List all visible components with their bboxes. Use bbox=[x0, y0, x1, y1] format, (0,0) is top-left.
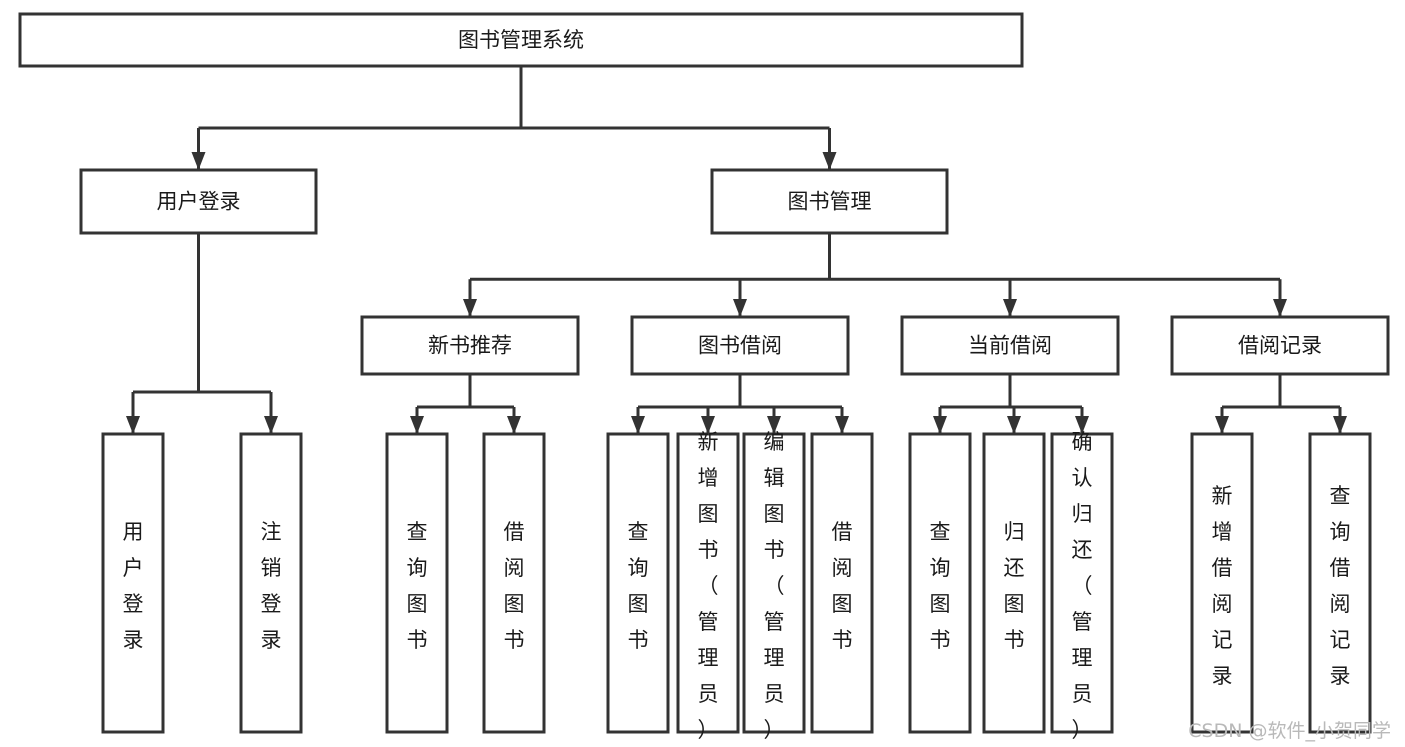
node-box-leaf_query_book_1[interactable] bbox=[385, 432, 449, 734]
node-book_borrow[interactable]: 图书借阅 bbox=[630, 315, 850, 376]
node-label-leaf_user_login: 用户登录 bbox=[123, 520, 144, 652]
node-leaf_add_record[interactable]: 新增借阅记录 bbox=[1190, 432, 1254, 734]
node-label-book_manage: 图书管理 bbox=[788, 190, 872, 214]
node-root[interactable]: 图书管理系统 bbox=[18, 12, 1024, 68]
node-box-leaf_query_book_3[interactable] bbox=[908, 432, 972, 734]
arrow-head-book_manage-0 bbox=[463, 299, 477, 317]
arrow-head-borrow_record-1 bbox=[1333, 416, 1347, 434]
node-leaf_user_login[interactable]: 用户登录 bbox=[101, 432, 165, 734]
arrow-head-book_borrow-1 bbox=[701, 416, 715, 434]
node-box-leaf_query_book_2[interactable] bbox=[606, 432, 670, 734]
arrow-head-book_borrow-2 bbox=[767, 416, 781, 434]
node-new_book_rec[interactable]: 新书推荐 bbox=[360, 315, 580, 376]
node-box-borrow_record[interactable] bbox=[1170, 315, 1390, 376]
node-label-new_book_rec: 新书推荐 bbox=[428, 334, 512, 358]
node-label-leaf_borrow_book_2: 借阅图书 bbox=[832, 520, 853, 652]
node-label-leaf_query_book_1: 查询图书 bbox=[407, 520, 428, 652]
arrow-head-book_manage-3 bbox=[1273, 299, 1287, 317]
node-box-current_borrow[interactable] bbox=[900, 315, 1120, 376]
node-label-leaf_add_record: 新增借阅记录 bbox=[1212, 484, 1233, 688]
arrow-head-user_login-0 bbox=[126, 416, 140, 434]
node-leaf_borrow_book_1[interactable]: 借阅图书 bbox=[482, 432, 546, 734]
node-label-leaf_borrow_book_1: 借阅图书 bbox=[504, 520, 525, 652]
node-label-current_borrow: 当前借阅 bbox=[968, 334, 1052, 358]
node-user_login[interactable]: 用户登录 bbox=[79, 168, 318, 235]
node-box-leaf_user_login[interactable] bbox=[101, 432, 165, 734]
node-label-leaf_add_book: 新增图书（管理员） bbox=[698, 430, 719, 742]
node-label-leaf_query_book_2: 查询图书 bbox=[628, 520, 649, 652]
node-borrow_record[interactable]: 借阅记录 bbox=[1170, 315, 1390, 376]
node-book_manage[interactable]: 图书管理 bbox=[710, 168, 949, 235]
node-box-leaf_borrow_book_1[interactable] bbox=[482, 432, 546, 734]
node-current_borrow[interactable]: 当前借阅 bbox=[900, 315, 1120, 376]
node-box-leaf_edit_book[interactable] bbox=[742, 432, 806, 734]
node-label-root: 图书管理系统 bbox=[458, 28, 584, 52]
arrow-head-borrow_record-0 bbox=[1215, 416, 1229, 434]
node-leaf_return_book[interactable]: 归还图书 bbox=[982, 432, 1046, 734]
edge-layer bbox=[126, 66, 1347, 434]
node-label-leaf_edit_book: 编辑图书（管理员） bbox=[764, 430, 785, 742]
node-box-root[interactable] bbox=[18, 12, 1024, 68]
node-box-book_borrow[interactable] bbox=[630, 315, 850, 376]
arrow-head-user_login-1 bbox=[264, 416, 278, 434]
node-box-leaf_return_book[interactable] bbox=[982, 432, 1046, 734]
node-box-leaf_add_book[interactable] bbox=[676, 432, 740, 734]
arrow-head-root-0 bbox=[191, 152, 206, 170]
node-label-leaf_return_book: 归还图书 bbox=[1004, 520, 1025, 652]
node-label-leaf_query_book_3: 查询图书 bbox=[930, 520, 951, 652]
node-box-leaf_borrow_book_2[interactable] bbox=[810, 432, 874, 734]
node-leaf_query_book_1[interactable]: 查询图书 bbox=[385, 432, 449, 734]
node-layer: 图书管理系统用户登录图书管理新书推荐图书借阅当前借阅借阅记录用户登录注销登录查询… bbox=[18, 12, 1390, 742]
arrow-head-book_borrow-0 bbox=[631, 416, 645, 434]
arrow-head-root-1 bbox=[822, 152, 837, 170]
node-label-leaf_query_record: 查询借阅记录 bbox=[1330, 484, 1351, 688]
arrow-head-new_book_rec-0 bbox=[410, 416, 424, 434]
node-leaf_query_book_3[interactable]: 查询图书 bbox=[908, 432, 972, 734]
node-box-new_book_rec[interactable] bbox=[360, 315, 580, 376]
arrow-head-book_manage-2 bbox=[1003, 299, 1017, 317]
node-leaf_logout[interactable]: 注销登录 bbox=[239, 432, 303, 734]
arrow-head-new_book_rec-1 bbox=[507, 416, 521, 434]
node-label-leaf_logout: 注销登录 bbox=[261, 520, 282, 652]
node-box-leaf_logout[interactable] bbox=[239, 432, 303, 734]
node-label-book_borrow: 图书借阅 bbox=[698, 334, 782, 358]
arrow-head-current_borrow-0 bbox=[933, 416, 947, 434]
arrow-head-current_borrow-2 bbox=[1075, 416, 1089, 434]
csdn-watermark: CSDN @软件_小贺同学 bbox=[1188, 720, 1391, 742]
node-box-user_login[interactable] bbox=[79, 168, 318, 235]
node-label-leaf_confirm_return: 确认归还（管理员） bbox=[1072, 430, 1093, 742]
node-label-borrow_record: 借阅记录 bbox=[1238, 334, 1322, 358]
node-leaf_query_book_2[interactable]: 查询图书 bbox=[606, 432, 670, 734]
node-leaf_add_book[interactable]: 新增图书（管理员） bbox=[676, 430, 740, 742]
node-box-leaf_query_record[interactable] bbox=[1308, 432, 1372, 734]
arrow-head-book_borrow-3 bbox=[835, 416, 849, 434]
node-box-leaf_confirm_return[interactable] bbox=[1050, 432, 1114, 734]
node-box-book_manage[interactable] bbox=[710, 168, 949, 235]
node-leaf_edit_book[interactable]: 编辑图书（管理员） bbox=[742, 430, 806, 742]
node-leaf_query_record[interactable]: 查询借阅记录 bbox=[1308, 432, 1372, 734]
node-box-leaf_add_record[interactable] bbox=[1190, 432, 1254, 734]
node-label-user_login: 用户登录 bbox=[157, 190, 241, 214]
node-leaf_borrow_book_2[interactable]: 借阅图书 bbox=[810, 432, 874, 734]
node-leaf_confirm_return[interactable]: 确认归还（管理员） bbox=[1050, 430, 1114, 742]
arrow-head-book_manage-1 bbox=[733, 299, 747, 317]
arrow-head-current_borrow-1 bbox=[1007, 416, 1021, 434]
